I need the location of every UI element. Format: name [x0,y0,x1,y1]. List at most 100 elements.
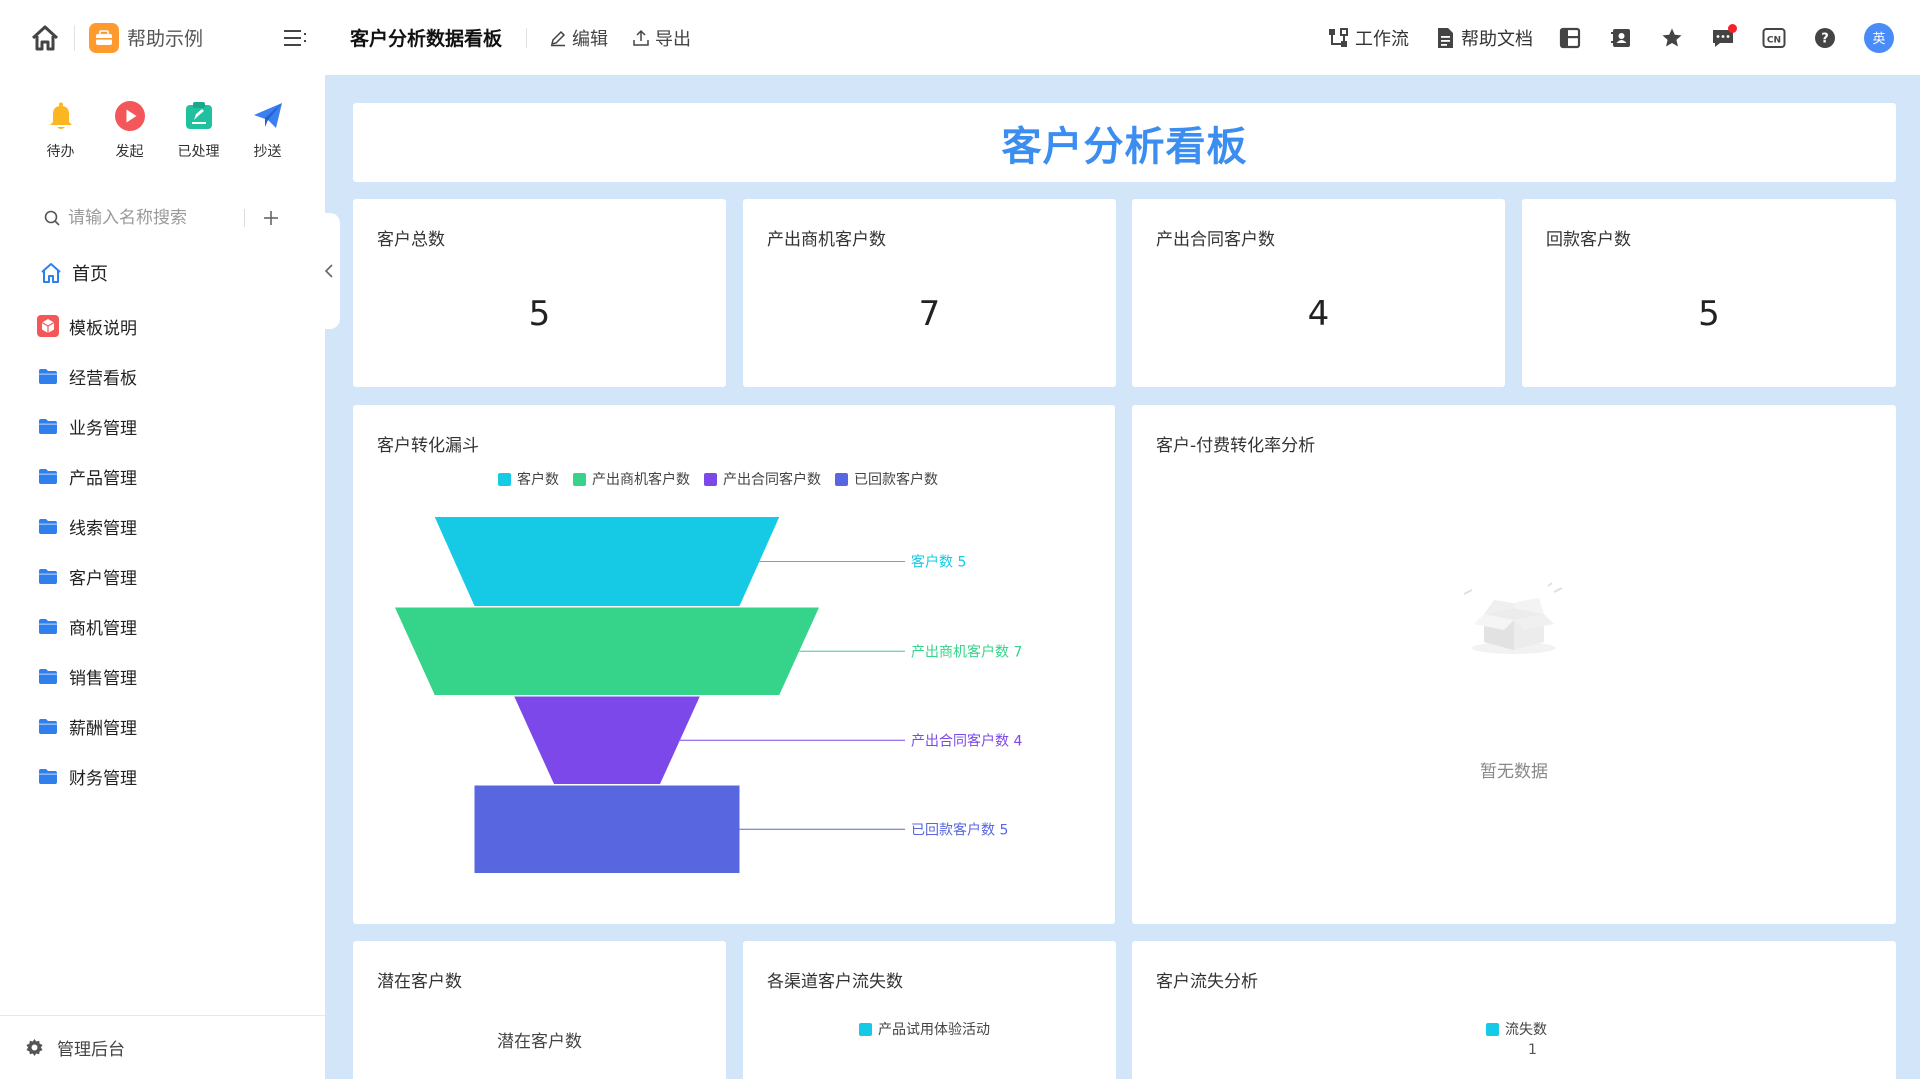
stat-value: 7 [918,294,941,334]
legend-swatch [498,472,511,486]
play-icon [113,99,147,133]
folder-icon [37,465,59,487]
legend-item[interactable]: 产品试用体验活动 [859,1019,990,1039]
potential-sub-label: 潜在客户数 [497,1032,582,1052]
quick-todo[interactable]: 待办 [26,99,95,161]
quick-cc[interactable]: 抄送 [233,99,302,161]
sidebar-item-folder[interactable]: 商机管理 [0,601,325,651]
export-label: 导出 [655,28,692,50]
workflow-icon [1329,27,1348,47]
svg-text:CN: CN [1767,35,1781,45]
legend-label: 产出商机客户数 [592,472,690,488]
message-icon[interactable] [1709,23,1737,52]
sidebar-item-label: 线索管理 [69,518,137,539]
workflow-label: 工作流 [1355,28,1409,50]
divider [526,27,528,48]
sidebar-item-label: 经营看板 [69,368,137,389]
folder-icon [37,615,59,637]
sidebar-item-folder[interactable]: 销售管理 [0,651,325,701]
sidebar-item-folder[interactable]: 经营看板 [0,351,325,401]
empty-box-icon [1463,582,1563,654]
stat-card-payment[interactable]: 回款客户数 5 [1522,199,1896,387]
app-name[interactable]: 帮助示例 [127,28,204,50]
card-title: 客户转化漏斗 [377,436,479,456]
sidebar-item-folder[interactable]: 线索管理 [0,501,325,551]
funnel-segment[interactable] [514,696,700,785]
stat-label: 客户总数 [377,230,445,250]
home-icon[interactable] [28,21,62,55]
funnel-data-label: 已回款客户数 5 [911,821,1008,838]
stat-label: 产出商机客户数 [767,230,886,250]
sidebar-item-template[interactable]: 模板说明 [0,301,325,351]
edit-icon [550,30,566,46]
help-doc-label: 帮助文档 [1461,28,1533,50]
page-title: 客户分析数据看板 [350,28,503,50]
folder-icon [37,515,59,537]
legend-item[interactable]: 已回款客户数 [835,469,938,489]
chevron-left-icon [324,264,333,278]
admin-button[interactable]: 管理后台 [0,1015,325,1079]
sidebar-item-folder[interactable]: 产品管理 [0,451,325,501]
sidebar-item-folder[interactable]: 薪酬管理 [0,701,325,751]
layout-icon[interactable] [1556,24,1584,52]
done-icon [182,99,216,133]
stat-label: 产出合同客户数 [1156,230,1275,250]
legend-swatch [573,472,586,486]
sidebar-item-folder[interactable]: 客户管理 [0,551,325,601]
gear-icon [26,1039,43,1056]
sidebar-item-label: 销售管理 [69,668,137,689]
export-button[interactable]: 导出 [632,25,691,51]
sidebar-item-label: 财务管理 [69,768,137,789]
funnel-segment[interactable] [395,607,819,696]
channel-churn-card: 各渠道客户流失数 产品试用体验活动 [743,941,1116,1079]
stat-card-opportunity[interactable]: 产出商机客户数 7 [743,199,1116,387]
divider [74,24,75,51]
legend-label: 产出合同客户数 [723,472,821,488]
legend-item[interactable]: 流失数 [1486,1019,1547,1039]
add-icon[interactable] [261,208,281,228]
menu-toggle-icon[interactable] [281,23,311,53]
stat-card-total[interactable]: 客户总数 5 [353,199,726,387]
legend-swatch [835,472,848,486]
sidebar-item-label: 客户管理 [69,568,137,589]
cube-icon [37,315,59,337]
card-title: 各渠道客户流失数 [767,972,903,992]
sidebar-item-label: 业务管理 [69,418,137,439]
home-outline-icon [40,262,62,284]
quick-processed[interactable]: 已处理 [164,99,233,161]
funnel-segment[interactable] [474,785,740,874]
help-doc-button[interactable]: 帮助文档 [1435,25,1533,51]
legend-label: 产品试用体验活动 [878,1022,990,1038]
sidebar-item-folder[interactable]: 财务管理 [0,751,325,801]
legend-swatch [704,472,717,486]
edit-button[interactable]: 编辑 [549,25,608,51]
help-icon[interactable]: ? [1811,24,1839,52]
folder-icon [37,765,59,787]
funnel-data-label: 产出商机客户数 7 [911,643,1022,660]
collapse-sidebar-button[interactable] [318,213,340,329]
avatar[interactable]: 英 [1864,22,1894,53]
language-icon[interactable]: CN [1760,24,1788,52]
board-title: 客户分析看板 [1001,123,1248,170]
top-bar-right: 工作流 帮助文档 CN ? 英 [1301,22,1920,53]
card-title: 客户流失分析 [1156,972,1258,992]
stat-card-contract[interactable]: 产出合同客户数 4 [1132,199,1505,387]
quick-start[interactable]: 发起 [95,99,164,161]
contacts-icon[interactable] [1607,24,1635,52]
upload-icon [633,29,649,46]
stat-label: 回款客户数 [1546,230,1631,250]
workflow-button[interactable]: 工作流 [1327,25,1409,51]
sidebar-item-folder[interactable]: 业务管理 [0,401,325,451]
funnel-segment[interactable] [434,517,780,606]
legend-item[interactable]: 产出合同客户数 [704,469,821,489]
sidebar-item-home[interactable]: 首页 [0,245,325,301]
churn-analysis-card: 客户流失分析 流失数 1 [1132,941,1896,1079]
potential-customers-card: 潜在客户数 潜在客户数 [353,941,726,1079]
star-icon[interactable] [1658,24,1686,52]
legend-item[interactable]: 产出商机客户数 [573,469,690,489]
card-title: 客户-付费转化率分析 [1156,436,1316,456]
search-input[interactable] [68,208,238,228]
legend-item[interactable]: 客户数 [498,469,559,489]
